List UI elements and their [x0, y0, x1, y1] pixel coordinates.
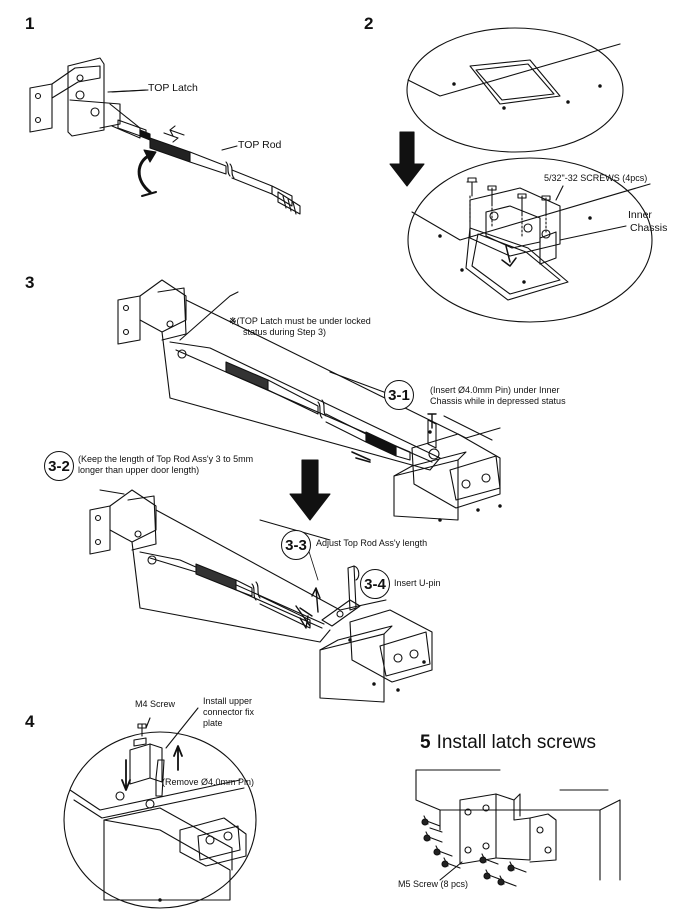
- step-2-number: 2: [364, 14, 374, 33]
- badge-3-4: 3-4: [360, 569, 390, 599]
- badge-3-3: 3-3: [281, 530, 311, 560]
- step3-note-line1: ※(TOP Latch must be under locked: [229, 316, 371, 327]
- step5-title-text: Install latch screws: [436, 732, 597, 753]
- step3-down-arrow: [289, 459, 331, 521]
- step5-screws: [421, 815, 527, 887]
- inner-chassis-label-line2: Chassis: [630, 222, 668, 234]
- step3-upper-assembly: [117, 279, 502, 522]
- badge-3-1: 3-1: [384, 380, 414, 410]
- screws-label: 5/32"-32 SCREWS (4pcs): [544, 173, 648, 183]
- step2-bottom-circle: [407, 157, 653, 323]
- step-4-number: 4: [25, 712, 35, 731]
- sub-3-4-text: Insert U-pin: [394, 578, 441, 588]
- step1-top-rod: [117, 119, 301, 215]
- note-mark: ※: [229, 316, 237, 326]
- sub-3-1-text-line1: (Insert Ø4.0mm Pin) under Inner: [430, 385, 560, 395]
- step4-circle: [63, 707, 257, 909]
- step-1-number: 1: [25, 14, 35, 33]
- badge-3-2: 3-2: [44, 451, 74, 481]
- step-3-number: 3: [25, 273, 35, 292]
- step2-top-circle: [406, 27, 624, 153]
- top-latch-label: TOP Latch: [148, 82, 198, 94]
- inner-chassis-label-line1: Inner: [628, 209, 652, 221]
- fix-plate-label-line2: connector fix: [203, 707, 255, 717]
- m5-screw-label: M5 Screw (8 pcs): [398, 879, 469, 889]
- note-text-line1: (TOP Latch must be under locked: [236, 316, 371, 326]
- remove-pin-label: (Remove Ø4.0mm Pin): [162, 777, 255, 787]
- step2-screws: [466, 177, 551, 215]
- step3-lower-assembly: [89, 489, 433, 703]
- step3-note-line2: status during Step 3): [243, 327, 327, 337]
- fix-plate-label-line1: Install upper: [203, 696, 253, 706]
- sub-3-2-text-line1: (Keep the length of Top Rod Ass'y 3 to 5…: [78, 454, 254, 464]
- step1-latch-bracket: [29, 57, 147, 139]
- sub-3-2-text-line2: longer than upper door length): [78, 465, 200, 475]
- sub-3-1-text-line2: Chassis while in depressed status: [430, 396, 566, 406]
- step-5-number: 5: [420, 732, 431, 753]
- step1-direction-arrows: [137, 125, 185, 197]
- fix-plate-label-line3: plate: [203, 718, 223, 728]
- step5-assembly: [415, 769, 621, 887]
- step2-down-arrow: [389, 131, 425, 187]
- sub-3-3-text: Adjust Top Rod Ass'y length: [316, 538, 428, 548]
- top-rod-label: TOP Rod: [238, 139, 282, 151]
- m4-screw-label: M4 Screw: [135, 699, 176, 709]
